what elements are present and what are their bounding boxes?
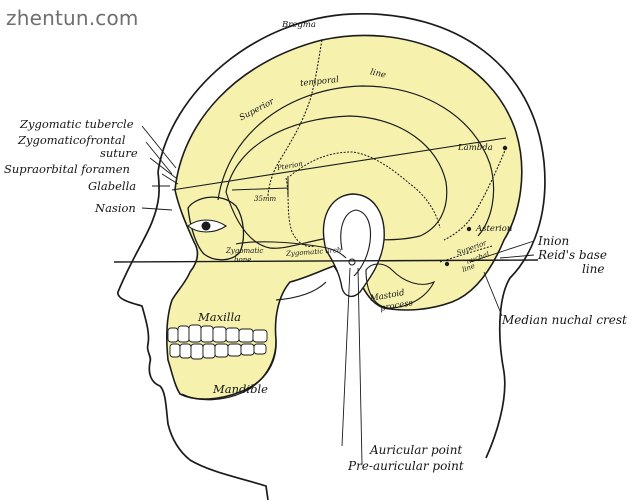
zygomaticofrontal-suture-label-1: Zygomaticofrontal [18,134,125,146]
zygomatic-tubercle-label: Zygomatic tubercle [20,118,134,130]
inion-point [445,262,449,266]
median-nuchal-crest-label: Median nuchal crest [502,314,627,326]
auricular-point-label: Auricular point [370,444,462,456]
watermark-text: zhentun.com [6,6,139,30]
measure-35mm-label: 35mm [254,193,276,205]
asterion-label: Asterion [476,223,512,235]
bregma-label: Bregma [282,19,316,31]
reids-base-line-label-1: Reid's base [538,249,607,261]
eye-pupil [202,222,211,231]
supraorbital-foramen-label: Supraorbital foramen [4,163,130,175]
reids-base-line-label-2: line [582,263,605,275]
pre-auricular-point-label: Pre-auricular point [348,460,464,472]
lambda-point [503,146,507,150]
maxilla-label: Maxilla [198,311,241,323]
asterion-point [467,227,471,231]
zygomaticofrontal-suture-label-2: suture [100,147,138,159]
inion-label: Inion [538,235,569,247]
zygomatic-bone-label-2: bone [234,254,251,266]
nasion-label: Nasion [95,202,136,214]
mandible-label: Mandible [213,383,268,395]
glabella-label: Glabella [88,180,136,192]
lambda-label: Lambda [458,142,493,154]
